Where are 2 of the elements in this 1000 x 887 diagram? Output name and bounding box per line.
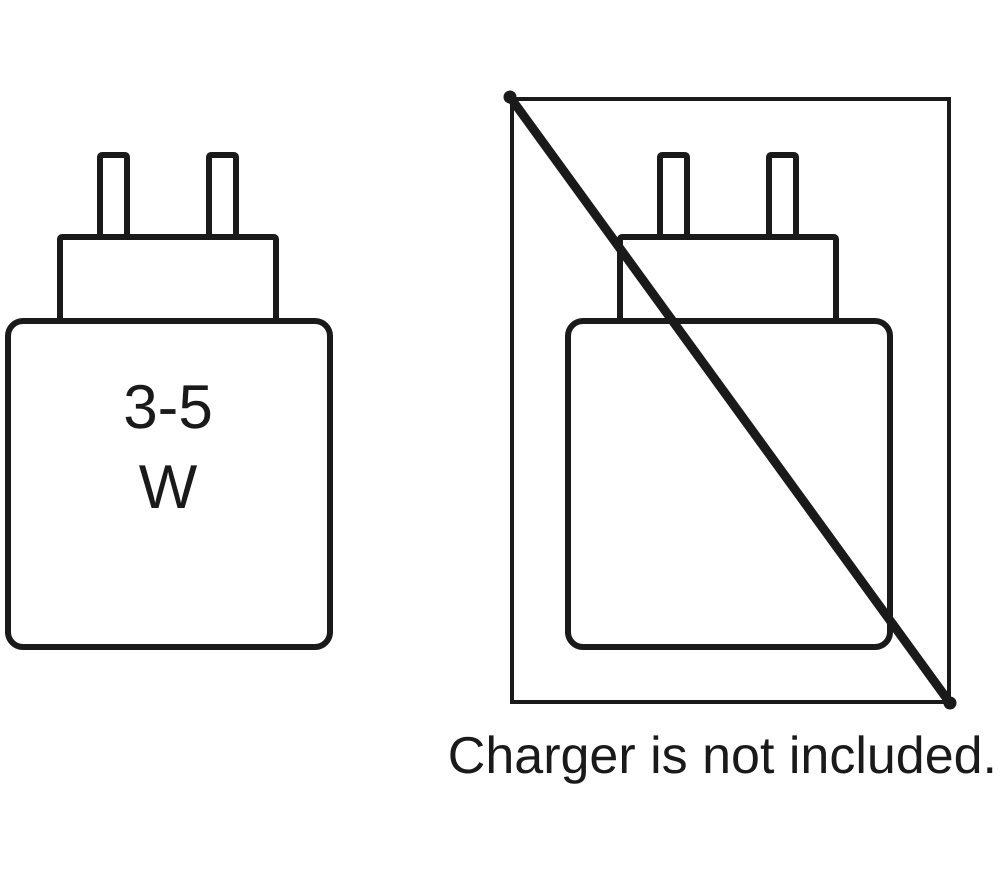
wattage-label: 3-5 W (122, 372, 214, 524)
caption-text: Charger is not included. (448, 730, 997, 782)
